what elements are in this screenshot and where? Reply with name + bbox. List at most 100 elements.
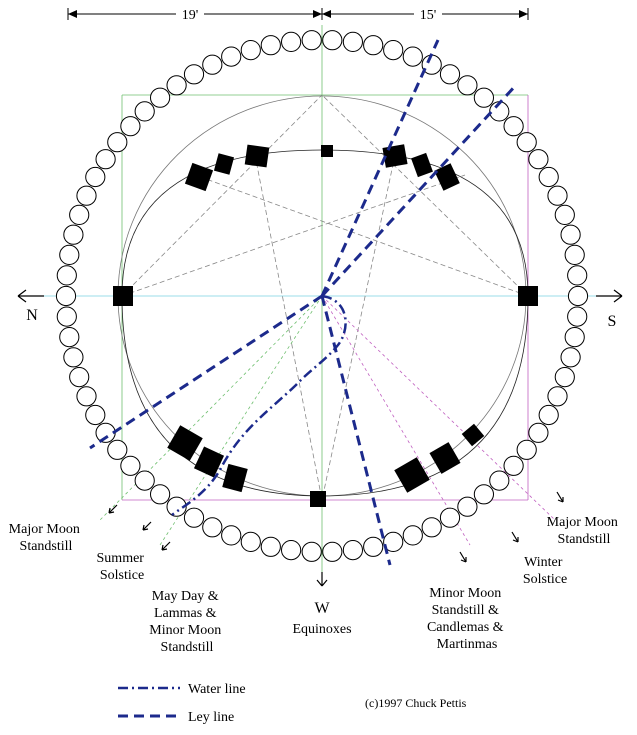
stone-sw-1 — [394, 457, 430, 493]
ring-stone — [183, 507, 205, 528]
ring-stone — [260, 536, 281, 557]
ring-stone — [547, 386, 568, 407]
ring-stone — [402, 46, 423, 67]
stone-se-1 — [382, 144, 408, 168]
dim-right-mask — [414, 4, 442, 22]
ring-stone — [240, 40, 261, 61]
ring-stone — [59, 244, 80, 265]
ring-stone — [503, 116, 524, 137]
stone-nw-1 — [167, 425, 203, 461]
south-arrow-icon — [596, 289, 623, 303]
ring-stone — [120, 116, 141, 137]
ring-stone — [439, 64, 461, 85]
ring-stone — [560, 224, 581, 245]
ring-stone — [439, 507, 461, 528]
ring-stone — [457, 496, 478, 517]
ring-stone — [528, 149, 549, 170]
major-moon-left-label: Major Moon Standstill — [9, 522, 84, 554]
may-day-arrow-icon — [161, 541, 171, 551]
ring-stone — [567, 265, 588, 286]
legend-water-label: Water line — [188, 682, 246, 697]
ring-stone — [503, 455, 524, 476]
winter-solstice-arrow-icon — [511, 531, 519, 543]
copyright-credit: (c)1997 Chuck Pettis — [365, 696, 467, 710]
ring-stone — [107, 439, 128, 460]
ring-stone — [322, 541, 343, 562]
ring-stone — [69, 204, 90, 225]
ring-stone — [107, 132, 128, 153]
ring-stone — [421, 517, 442, 538]
ring-stone — [383, 531, 404, 553]
ring-stone — [516, 132, 537, 153]
summer-solstice-label: Summer Solstice — [97, 551, 148, 583]
ring-stone — [183, 64, 205, 85]
ring-stone — [69, 367, 90, 388]
north-arrow-icon — [17, 289, 44, 303]
ring-stone — [301, 30, 322, 51]
stone-south — [518, 286, 538, 306]
ring-stone — [363, 35, 384, 56]
ring-stone — [567, 306, 588, 327]
major-moon-left-arrow-icon — [108, 504, 118, 514]
ring-stone — [221, 46, 242, 67]
ring-stone — [560, 347, 581, 368]
ring-stone — [76, 185, 97, 206]
legend-ley-label: Ley line — [188, 710, 234, 725]
ring-stone — [56, 306, 77, 327]
stone-sw-2 — [429, 442, 461, 474]
ring-stone — [150, 87, 171, 108]
ring-stone — [120, 455, 141, 476]
ring-stone — [564, 327, 585, 348]
may-day-label: May Day & Lammas & Minor Moon Standstill — [149, 589, 224, 655]
ring-stone — [301, 541, 322, 562]
winter-solstice-label: Winter Solstice — [523, 555, 567, 587]
stone-north — [113, 286, 133, 306]
compass-arrows — [17, 289, 623, 587]
major-moon-right-arrow-icon — [556, 491, 564, 503]
ring-stone — [260, 35, 281, 56]
legend: Water line Ley line — [118, 682, 246, 725]
dimension-left-label: 19' — [182, 8, 199, 23]
equinoxes-label: Equinoxes — [292, 622, 351, 637]
ring-stone — [402, 525, 423, 546]
stone-ne-3 — [244, 144, 270, 168]
stone-west — [310, 491, 326, 507]
ring-stone — [55, 285, 77, 307]
ring-stone — [538, 404, 559, 426]
ring-stone — [240, 531, 261, 553]
ring-stone — [202, 54, 223, 75]
major-moon-right-label: Major Moon Standstill — [547, 515, 622, 547]
ring-stone — [567, 285, 589, 307]
ring-stone — [554, 367, 575, 388]
dim-left-mask — [176, 4, 204, 22]
ring-stone — [564, 244, 585, 265]
ring-stone — [342, 31, 363, 53]
dimension-bar — [67, 8, 529, 20]
stone-ne-1 — [184, 162, 214, 192]
ring-stone — [134, 470, 155, 491]
ring-stone — [134, 101, 155, 122]
stone-east-center — [321, 145, 333, 157]
ring-stone — [63, 347, 84, 368]
ring-stone — [538, 166, 559, 188]
ring-stone — [489, 470, 510, 491]
ring-stone — [85, 404, 106, 426]
standing-stones — [113, 144, 538, 507]
ring-stone — [95, 149, 116, 170]
north-label: N — [26, 307, 38, 324]
ring-stone — [473, 87, 494, 108]
ring-stone — [457, 75, 478, 96]
ring-stone — [59, 327, 80, 348]
ring-stone — [342, 540, 363, 561]
stone-nw-3 — [222, 463, 248, 493]
ring-stone — [322, 30, 343, 51]
ring-stone — [383, 40, 404, 61]
ring-stone — [281, 31, 302, 53]
ring-stone — [363, 536, 384, 557]
west-arrow-icon — [316, 572, 328, 587]
ring-stone — [150, 484, 171, 505]
stone-nw-2 — [193, 446, 225, 478]
stone-se-2 — [411, 152, 433, 178]
ring-stone — [281, 540, 302, 561]
